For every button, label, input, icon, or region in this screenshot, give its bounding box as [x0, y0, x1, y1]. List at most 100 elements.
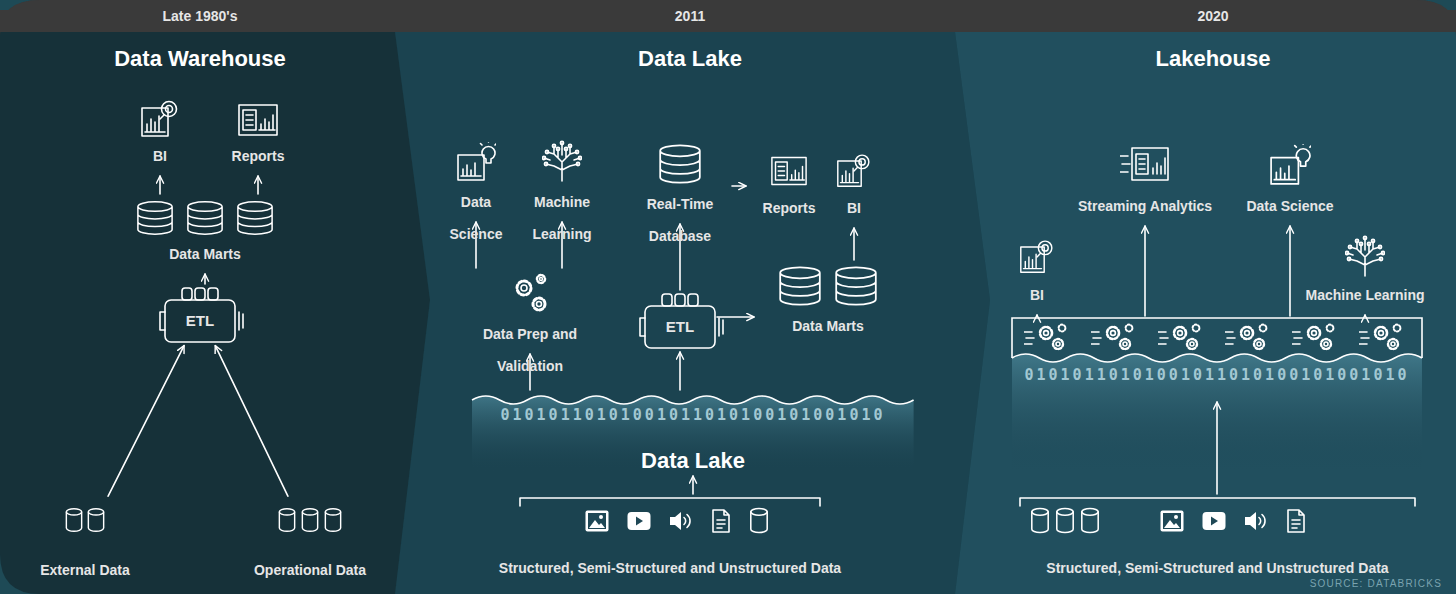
node-label: Data Science	[1235, 190, 1345, 222]
panel-title: Data Warehouse	[0, 46, 400, 72]
database-icon	[1032, 508, 1048, 532]
header-bar	[0, 0, 1456, 34]
flow-arrow	[1144, 226, 1146, 316]
lakehouse-panel	[955, 32, 1456, 594]
node-label: ETL	[645, 318, 715, 350]
header-bar	[0, 0, 1456, 36]
gears-icon	[1091, 325, 1132, 349]
era-label: 2020	[970, 0, 1456, 32]
data-lake-panel	[395, 32, 990, 594]
audio-icon	[670, 512, 690, 530]
source-node: Structured, Semi-Structured and Unstruct…	[985, 496, 1450, 584]
bi-node: BI	[125, 96, 195, 172]
database-icon	[88, 509, 103, 531]
flow-arrow	[257, 176, 259, 194]
database-icon	[325, 509, 340, 531]
source-bracket	[1020, 498, 1415, 506]
reports-icon	[239, 105, 277, 135]
etl-tank	[662, 294, 672, 306]
node-label: Reports	[750, 192, 828, 224]
machine-learning-node: Machine Learning	[1290, 235, 1440, 311]
machine-learning-node: Machine Learning	[520, 140, 604, 218]
image-icon	[586, 511, 609, 532]
reports-node: Reports	[218, 96, 298, 172]
data-lake-band: 01010110101001011010100101001010Data Lak…	[472, 392, 914, 472]
database-icon	[279, 509, 294, 531]
video-icon	[1203, 512, 1226, 530]
node-label: Machine Learning	[520, 186, 604, 218]
database-icon	[138, 202, 172, 234]
data-science-icon	[458, 141, 497, 180]
document-icon	[1288, 510, 1304, 532]
flow-arrow	[1364, 315, 1366, 316]
gears-icon	[517, 275, 545, 310]
etl-tank	[182, 288, 192, 300]
source-bracket	[520, 498, 820, 506]
database-icon	[660, 145, 700, 182]
bi-icon	[838, 155, 869, 186]
node-label: BI	[125, 140, 195, 172]
database-icon	[780, 267, 820, 304]
era-panel: 2020LakehouseStreaming AnalyticsData Sci…	[970, 0, 1456, 594]
node-label: Structured, Semi-Structured and Unstruct…	[415, 552, 925, 584]
data-science-node: Data Science	[440, 140, 512, 218]
streaming-node: Streaming Analytics	[1060, 140, 1230, 222]
etl-node: ETL	[645, 292, 715, 348]
data-marts-node: Data Marts	[758, 262, 898, 342]
node-label: Machine Learning	[1290, 279, 1440, 311]
database-icon	[836, 267, 876, 304]
flow-arrow	[215, 346, 288, 497]
source-note: SOURCE: DATABRICKS	[1310, 578, 1442, 589]
node-label: Data Lake	[472, 448, 914, 474]
database-icon	[1082, 508, 1098, 532]
bi-icon	[1021, 241, 1052, 272]
panel-title: Lakehouse	[970, 46, 1456, 72]
flow-arrow	[1216, 402, 1218, 494]
node-label: Data Marts	[758, 310, 898, 342]
machine-learning-icon	[1345, 236, 1384, 276]
database-icon	[188, 202, 222, 234]
era-label: Late 1980's	[0, 0, 400, 32]
node-label: Reports	[218, 140, 298, 172]
era-panel: 2011Data LakeData ScienceMachine Learnin…	[410, 0, 970, 594]
flow-arrow	[159, 176, 161, 194]
data-warehouse-panel	[0, 32, 430, 594]
etl-tank	[688, 294, 698, 306]
etl-tank	[675, 294, 685, 306]
audio-icon	[1245, 512, 1265, 530]
database-node: Real-Time Database	[630, 140, 730, 220]
node-label: BI	[832, 192, 876, 224]
streaming-icon	[1120, 148, 1168, 180]
lakehouse-strip	[1012, 318, 1422, 358]
image-icon	[1161, 511, 1184, 532]
machine-learning-icon	[542, 141, 581, 181]
database-icon	[751, 508, 767, 532]
bi-icon	[142, 102, 177, 137]
data-science-node: Data Science	[1235, 140, 1345, 222]
gears-icon	[1292, 325, 1333, 349]
gears-icon	[1359, 325, 1400, 349]
node-label: Data Prep and Validation	[470, 318, 590, 350]
node-label: Data Marts	[115, 238, 295, 270]
lake-wave	[472, 396, 914, 404]
era-panel: Late 1980'sData WarehouseBI ReportsData M…	[0, 0, 400, 594]
lakehouse-band: 01010110101001011010100101001010	[1012, 318, 1422, 398]
flow-arrow	[853, 228, 855, 260]
binary-digits: 01010110101001011010100101001010	[1012, 366, 1422, 398]
binary-digits: 01010110101001011010100101001010	[472, 406, 914, 438]
flow-arrow	[679, 352, 681, 390]
etl-tank	[195, 288, 205, 300]
data-prep-node: Data Prep and Validation	[470, 270, 590, 350]
document-icon	[713, 510, 729, 532]
flow-arrow	[1036, 315, 1038, 316]
database-icon	[238, 202, 272, 234]
node-label: Streaming Analytics	[1060, 190, 1230, 222]
bi-node: BI	[1005, 235, 1069, 311]
reports-node: Reports	[750, 152, 828, 224]
source-node: External Data	[25, 498, 145, 586]
flow-arrow	[204, 274, 206, 284]
gears-icon	[1158, 325, 1199, 349]
